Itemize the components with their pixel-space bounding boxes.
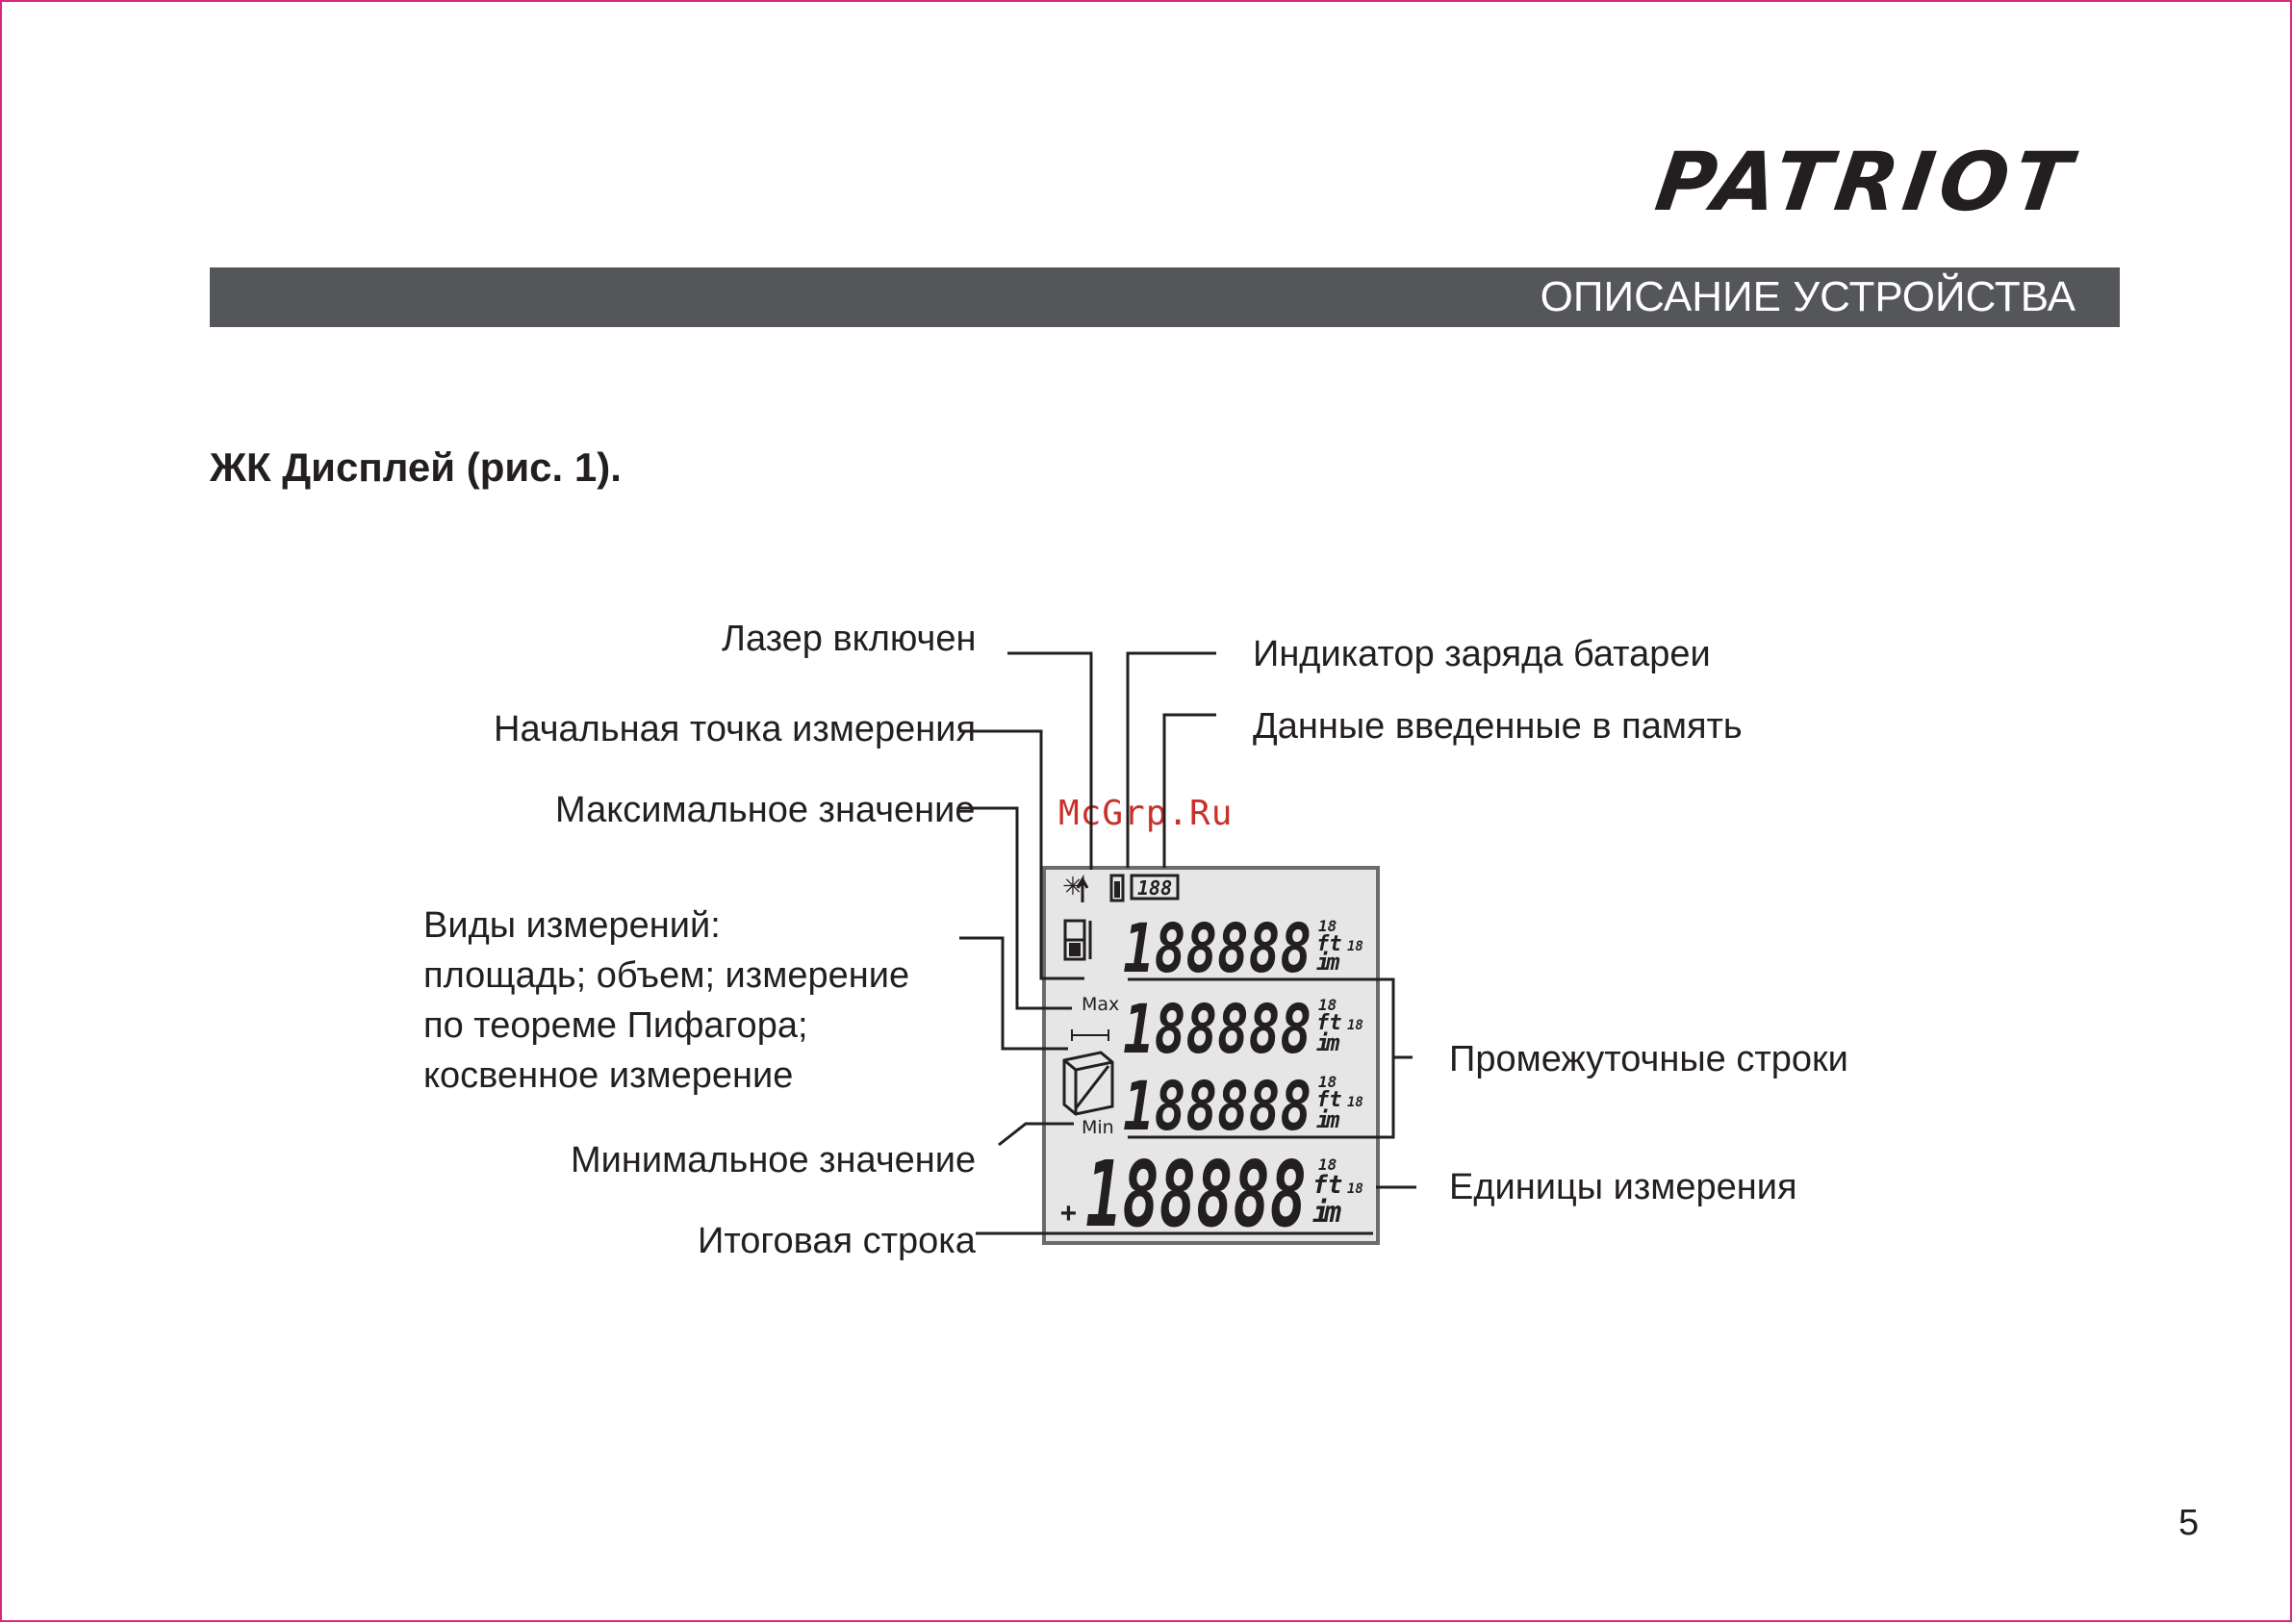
lcd-row-1-digits: 188888 [1123,909,1312,988]
label-memory: Данные введенные в память [1253,706,1743,747]
leader-start-point [959,729,1084,980]
row-1-small-digits-2: 18 [1347,939,1363,954]
memory-icon [1130,874,1180,901]
label-laser-on: Лазер включен [722,619,977,659]
row-3-small-digits-2: 18 [1347,1095,1363,1110]
label-battery: Индикатор заряда батареи [1253,634,1711,674]
result-small-digits: 18 [1318,1155,1337,1174]
battery-fill [1114,881,1120,898]
cube-diagonal [1074,1065,1110,1109]
label-measure-types-line-3: по теореме Пифагора; [423,1005,808,1046]
label-result-line: Итоговая строка [698,1221,976,1261]
lcd-row-2-digits: 188888 [1123,990,1312,1069]
lcd-max-label: Max [1082,994,1119,1015]
leader-memory [1162,713,1216,868]
label-units: Единицы измерения [1449,1167,1797,1207]
label-measure-types-line-4: косвенное измерение [423,1055,794,1096]
row-2-m: m [1325,1029,1340,1056]
lcd-row-3-units: 18 ft i m 18 [1316,1073,1363,1133]
leader-measure-types [959,936,1068,1051]
result-ft: ft [1312,1171,1342,1200]
label-max-value: Максимальное значение [555,790,976,830]
result-small-digits-2: 18 [1347,1181,1363,1197]
result-i: i [1312,1196,1330,1230]
label-measure-types: Виды измерений: площадь; объем; измерени… [423,901,909,1101]
row-1-small-digits: 18 [1318,917,1337,935]
row-3-small-digits: 18 [1318,1073,1337,1091]
row-2-ft: ft [1316,1011,1342,1035]
section-header-bar: ОПИСАНИЕ УСТРОЙСТВА [210,267,2120,327]
row-1-i: i [1316,949,1330,976]
label-min-value: Минимальное значение [571,1140,977,1180]
watermark: McGrp.Ru [1058,794,1234,833]
page-number: 5 [2178,1503,2200,1543]
arrow-up-right [1081,878,1089,889]
label-intermediate-lines: Промежуточные строки [1449,1039,1848,1079]
lcd-min-label: Min [1082,1117,1114,1138]
row-3-i: i [1316,1106,1330,1133]
measurement-mode-icon [1062,1051,1114,1116]
lcd-result-units: 18 ft i m 18 [1312,1155,1363,1230]
lcd-sign: + [1060,1197,1077,1229]
label-start-point: Начальная точка измерения [494,709,977,749]
row-2-small-digits-2: 18 [1347,1018,1363,1033]
leader-battery [1126,651,1216,868]
cube-outline [1062,1051,1114,1116]
leader-min-value [998,1122,1074,1147]
lcd-section-title: ЖК Дисплей (рис. 1). [210,444,622,490]
laser-icon: ✳ [1062,873,1083,901]
leader-max-value [959,806,1072,1010]
row-2-i: i [1316,1029,1330,1056]
section-header-title: ОПИСАНИЕ УСТРОЙСТВА [1540,273,2076,320]
leader-lines [959,651,1416,1235]
row-1-ft: ft [1316,932,1342,956]
row-3-ft: ft [1316,1088,1342,1112]
memory-digits: 188 [1137,876,1172,900]
row-3-m: m [1325,1106,1340,1133]
lcd-row-1-units: 18 ft i m 18 [1316,917,1363,976]
lcd-result-digits: 188888 [1085,1143,1307,1248]
row-1-m: m [1325,949,1340,976]
leader-laser-on [1007,651,1093,870]
label-measure-types-line-2: площадь; объем; измерение [423,955,910,996]
label-measure-types-line-1: Виды измерений: [423,905,721,946]
battery-icon [1109,874,1125,902]
result-m: m [1323,1196,1341,1230]
reference-point-fill [1069,943,1081,956]
row-2-small-digits: 18 [1318,996,1337,1014]
lcd-row-2-units: 18 ft i m 18 [1316,996,1363,1056]
lcd-panel [1042,866,1380,1245]
lcd-row-3-digits: 188888 [1123,1067,1312,1146]
